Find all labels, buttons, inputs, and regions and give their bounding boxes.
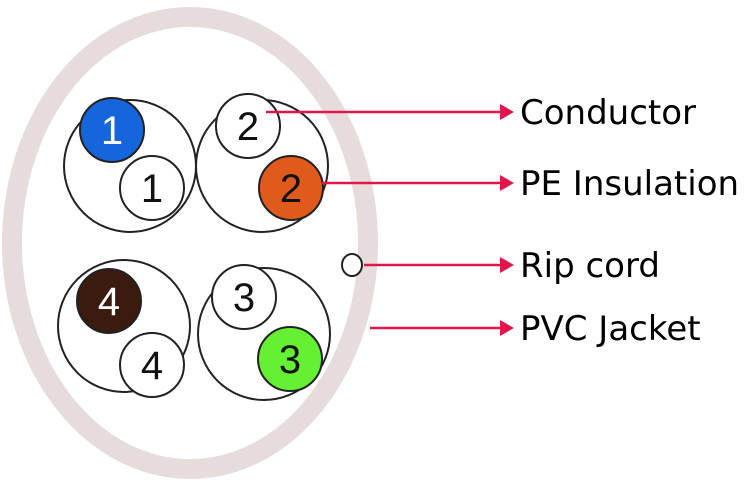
leader-rip-cord xyxy=(364,257,514,273)
pair-3-white-label: 3 xyxy=(233,276,255,320)
pair-4-colored-label: 4 xyxy=(98,280,120,324)
pair-4: 4 4 xyxy=(57,259,191,398)
pair-1-colored-label: 1 xyxy=(101,109,123,153)
pair-4-white-wire xyxy=(119,332,185,398)
pair-2: 2 2 xyxy=(195,93,329,233)
pair-3-colored-label: 3 xyxy=(279,338,301,382)
pvc-jacket-ring xyxy=(2,7,378,479)
pair-4-white-label: 4 xyxy=(141,344,163,388)
leader-pvc-jacket xyxy=(370,320,514,336)
pair-2-colored-wire xyxy=(258,155,324,221)
pair-2-white-label: 2 xyxy=(237,105,259,149)
pair-1-colored-wire xyxy=(79,97,145,163)
callout-rip-cord: Rip cord xyxy=(520,246,660,286)
pair-3-colored-wire xyxy=(257,326,323,392)
pair-1: 1 1 xyxy=(63,97,197,233)
pair-4-colored-wire xyxy=(76,268,142,334)
leader-pe-insulation xyxy=(322,175,514,191)
callout-pe-insulation: PE Insulation xyxy=(520,164,739,204)
pair-1-white-wire xyxy=(119,155,185,221)
callout-conductor: Conductor xyxy=(520,93,696,133)
pair-1-white-label: 1 xyxy=(141,167,163,211)
callout-pvc-jacket: PVC Jacket xyxy=(520,309,701,349)
pair-3: 3 3 xyxy=(197,264,331,401)
pair-3-white-wire xyxy=(211,264,277,330)
pair-2-white-wire xyxy=(215,93,281,159)
leader-conductor xyxy=(266,104,514,120)
pair-2-colored-label: 2 xyxy=(280,167,302,211)
rip-cord xyxy=(341,253,363,277)
